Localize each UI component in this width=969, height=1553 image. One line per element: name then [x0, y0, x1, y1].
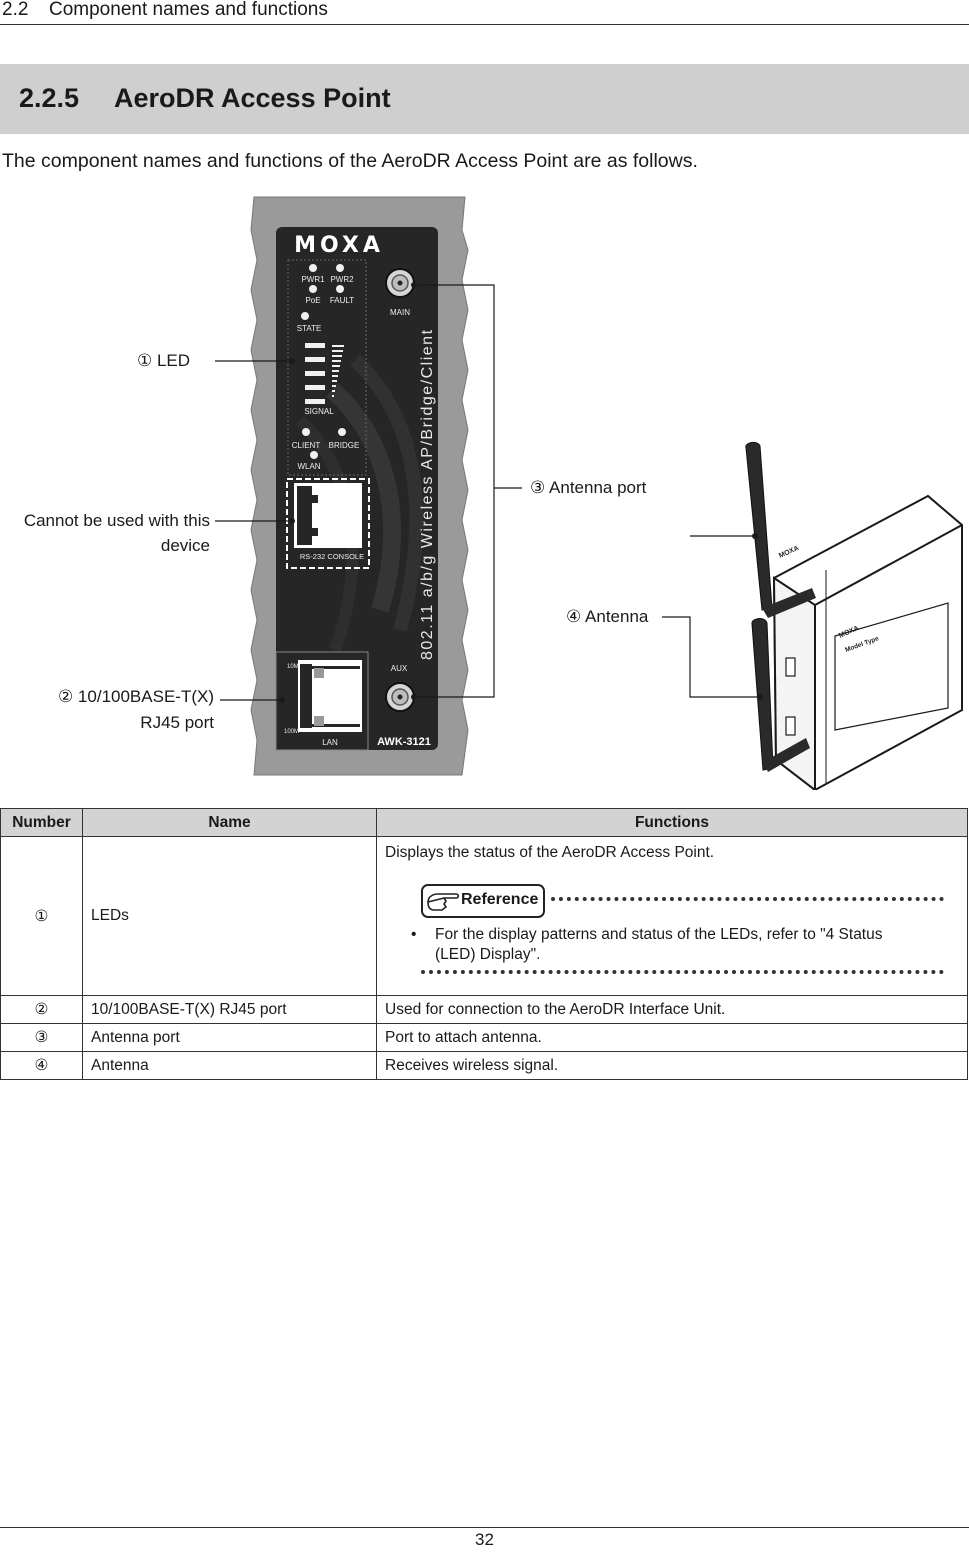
row-number: ②: [0, 995, 83, 1024]
table-row: ③ Antenna port Port to attach antenna.: [0, 1023, 968, 1052]
led-label-pwr2: PWR2: [330, 275, 354, 284]
table-row: ② 10/100BASE-T(X) RJ45 port Used for con…: [0, 995, 968, 1024]
footer-rule: [0, 1527, 969, 1528]
page-number: 32: [475, 1530, 494, 1549]
signal-bar: [305, 399, 325, 404]
signal-bar: [305, 385, 325, 390]
row-function: Receives wireless signal.: [376, 1051, 968, 1080]
antenna-lower: [751, 618, 774, 771]
led-pwr2: [336, 264, 344, 272]
function-table: Number Name Functions ① LEDs Displays th…: [0, 808, 968, 1080]
callout-led: ① LED: [137, 351, 191, 370]
callout-antenna: ④ Antenna: [566, 607, 649, 626]
device-iso-view: MOXA MOXA Model Type: [745, 441, 963, 790]
led-label-pwr1: PWR1: [301, 275, 325, 284]
row-number: ④: [0, 1051, 83, 1080]
led-client: [302, 428, 310, 436]
row-function: Port to attach antenna.: [376, 1023, 968, 1052]
component-figure: MOXA PWR1 PWR2 PoE FAULT STATE SIGNAL CL: [0, 190, 969, 790]
row-number: ①: [0, 836, 83, 996]
table-header-row: Number Name Functions: [0, 808, 968, 837]
table-row: ① LEDs Displays the status of the AeroDR…: [0, 836, 968, 996]
device-vertical-text: 802.11 a/b/g Wireless AP/Bridge/Client: [419, 328, 436, 660]
row-name: 10/100BASE-T(X) RJ45 port: [82, 995, 377, 1024]
table-row: ④ Antenna Receives wireless signal.: [0, 1051, 968, 1080]
led-state: [301, 312, 309, 320]
console-port-highlight: [286, 478, 370, 569]
led-poe: [309, 285, 317, 293]
row-name: LEDs: [82, 836, 377, 996]
led-pwr1: [309, 264, 317, 272]
row-name: Antenna: [82, 1051, 377, 1080]
bullet-marker: •: [411, 926, 417, 943]
header-name-col: Name: [82, 808, 377, 837]
section-title: AeroDR Access Point: [114, 83, 391, 113]
reference-badge: Reference: [421, 884, 545, 918]
reference-note-line1: For the display patterns and status of t…: [435, 926, 883, 943]
callout-antenna-port: ③ Antenna port: [530, 478, 647, 497]
row-name: Antenna port: [82, 1023, 377, 1052]
reference-badge-label: Reference: [461, 891, 539, 908]
section-banner: 2.2.5 AeroDR Access Point: [0, 64, 969, 134]
row-function: Displays the status of the AeroDR Access…: [385, 844, 715, 861]
signal-bar: [305, 343, 325, 348]
led-label-client: CLIENT: [292, 441, 321, 450]
led-label-bridge: BRIDGE: [329, 441, 360, 450]
led-label-poe: PoE: [305, 296, 320, 305]
signal-bar: [305, 371, 325, 376]
header-number-col: Number: [0, 808, 83, 837]
header-functions-col: Functions: [376, 808, 968, 837]
device-illustration: MOXA PWR1 PWR2 PoE FAULT STATE SIGNAL CL: [215, 196, 963, 790]
callout-port-line2: RJ45 port: [140, 713, 214, 732]
brand-logo: MOXA: [294, 233, 384, 258]
model-label: AWK-3121: [377, 736, 431, 748]
reference-dotted-rule: [551, 897, 944, 901]
reference-note-line2: (LED) Display".: [435, 946, 541, 963]
lan-speed-10: 10M: [287, 664, 299, 670]
led-bridge: [338, 428, 346, 436]
section-number: 2.2.5: [19, 83, 80, 113]
signal-bar: [305, 357, 325, 362]
lan-speed-100: 100M: [284, 729, 299, 735]
antenna-upper: [745, 441, 773, 611]
row-function: Used for connection to the AeroDR Interf…: [376, 995, 968, 1024]
led-wlan: [310, 451, 318, 459]
header-number: 2.2: [2, 0, 29, 20]
running-header: 2.2 Component names and functions: [0, 0, 969, 25]
main-port-label: MAIN: [390, 308, 410, 317]
lan-port-label: LAN: [322, 738, 338, 747]
led-label-signal: SIGNAL: [304, 407, 334, 416]
aux-port-label: AUX: [391, 664, 408, 673]
callout-port-line1: ② 10/100BASE-T(X): [57, 687, 214, 706]
led-label-fault: FAULT: [330, 296, 354, 305]
pointing-hand-icon: [427, 893, 460, 911]
row-number: ③: [0, 1023, 83, 1052]
intro-paragraph: The component names and functions of the…: [2, 150, 698, 172]
led-label-wlan: WLAN: [297, 462, 320, 471]
callout-console-line2: device: [160, 536, 210, 555]
signal-meter: [332, 345, 344, 397]
led-fault: [336, 285, 344, 293]
reference-dotted-rule-bottom: [421, 970, 944, 974]
reference-box: Displays the status of the AeroDR Access…: [385, 837, 967, 995]
iso-brand: MOXA: [778, 545, 800, 560]
led-label-state: STATE: [297, 324, 322, 333]
console-port-label: RS-232 CONSOLE: [300, 552, 364, 561]
callout-console-line1: Cannot be used with this: [23, 511, 210, 530]
header-title: Component names and functions: [49, 0, 328, 20]
